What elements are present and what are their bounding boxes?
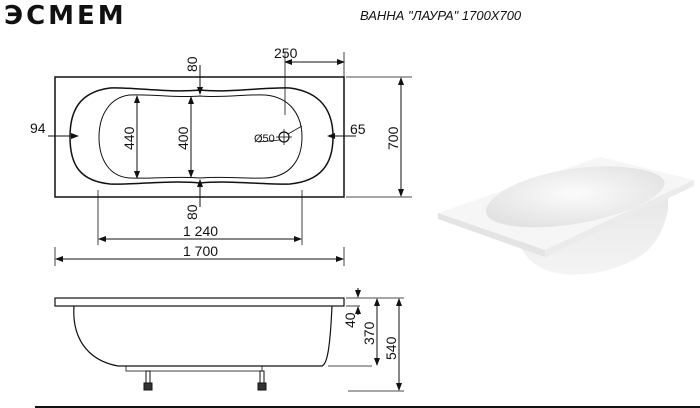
top-view (48, 52, 412, 266)
dim-width: 700 (385, 126, 401, 150)
side-view (35, 288, 700, 408)
dim-length: 1 700 (183, 243, 218, 259)
dim-bottom-rim: 80 (184, 204, 200, 220)
dim-left-offset: 94 (30, 120, 46, 136)
dim-inner-width-center: 400 (175, 126, 191, 150)
brand-logo: ЭCMEM (4, 1, 127, 31)
dim-bottom-length: 1 240 (183, 223, 218, 239)
dim-depth: 370 (361, 321, 377, 345)
product-title: ВАННА "ЛАУРА" 1700X700 (360, 8, 522, 23)
dim-total-height: 540 (383, 336, 399, 360)
dim-inner-width-left: 440 (121, 126, 137, 150)
dim-rim-thickness: 40 (342, 312, 358, 328)
bathtub-photo (438, 157, 694, 275)
dim-drain-diameter: Ø50 (254, 133, 275, 145)
dim-drain-offset: 250 (274, 45, 298, 61)
dim-right-offset: 65 (350, 121, 366, 137)
dim-top-rim: 80 (184, 56, 200, 72)
